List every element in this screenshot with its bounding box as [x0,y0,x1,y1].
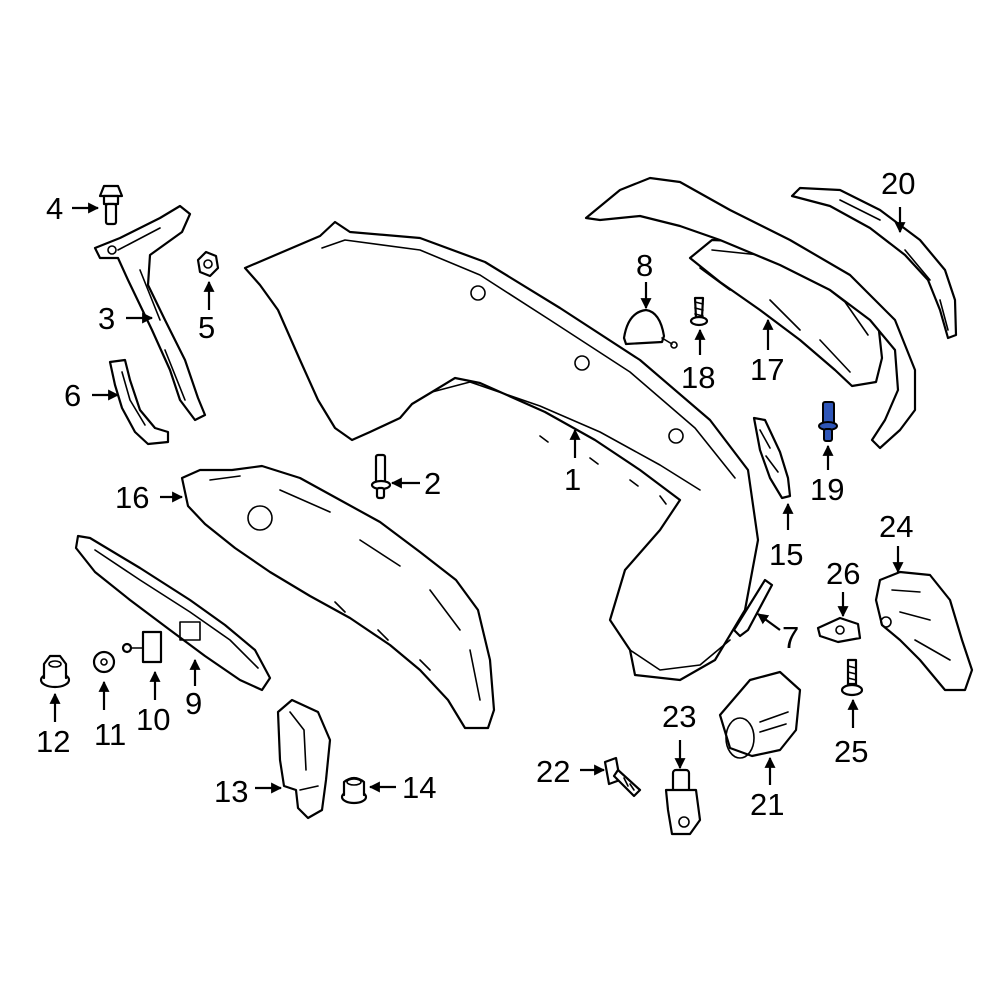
callout-15: 15 [769,537,803,572]
part-21-sensor-housing [718,670,802,759]
callout-17: 17 [750,352,784,387]
callout-8: 8 [636,248,653,283]
part-14-grommet [340,776,368,805]
callout-10: 10 [136,702,170,737]
part-26-clip [816,616,862,644]
part-5-nut [196,250,220,278]
callout-14: 14 [402,770,436,805]
callout-19: 19 [810,472,844,507]
callout-16: 16 [115,480,149,515]
callout-6: 6 [64,378,81,413]
callout-11: 11 [94,717,126,752]
part-25-screw [840,658,864,697]
part-10-pin-bracket [121,630,163,664]
callout-18: 18 [681,360,715,395]
callout-12: 12 [36,724,70,759]
part-1-bumper-cover [243,220,760,682]
part-19-fastener [818,401,838,442]
callout-labels: 1 2 3 4 5 6 7 8 9 10 11 12 13 14 15 16 1… [36,166,915,822]
callout-26: 26 [826,556,860,591]
callout-7: 7 [782,620,799,655]
callout-9: 9 [185,686,202,721]
callout-22: 22 [536,754,570,789]
outer-bumper-shell [584,176,917,450]
part-24-side-bracket [874,570,974,692]
callout-13: 13 [214,774,248,809]
part-7-reflector [732,578,774,638]
callout-1: 1 [564,462,581,497]
callout-23: 23 [662,699,696,734]
part-13-mounting-bracket [276,698,332,820]
part-22-bolt [603,756,642,798]
part-9-reinforcement-strip [74,534,272,692]
part-23-sensor [664,768,702,836]
part-11-washer [92,650,116,674]
callout-3: 3 [98,301,115,336]
part-16-energy-absorber [180,464,496,730]
part-2-push-pin [370,453,392,500]
callout-2: 2 [424,466,441,501]
part-15-side-trim [752,416,792,500]
callout-21: 21 [750,787,784,822]
callout-24: 24 [879,509,913,544]
part-18-screw [689,296,709,327]
callout-4: 4 [46,191,63,226]
part-6-small-bracket [108,358,170,446]
callout-25: 25 [834,734,868,769]
callout-20: 20 [881,166,915,201]
part-20-trim-molding [790,186,958,340]
part-4-bolt [98,184,124,226]
part-8-cover-cap [622,308,678,349]
part-12-flange-nut [39,654,71,689]
leader-arrows [49,202,906,794]
callout-5: 5 [198,310,215,345]
